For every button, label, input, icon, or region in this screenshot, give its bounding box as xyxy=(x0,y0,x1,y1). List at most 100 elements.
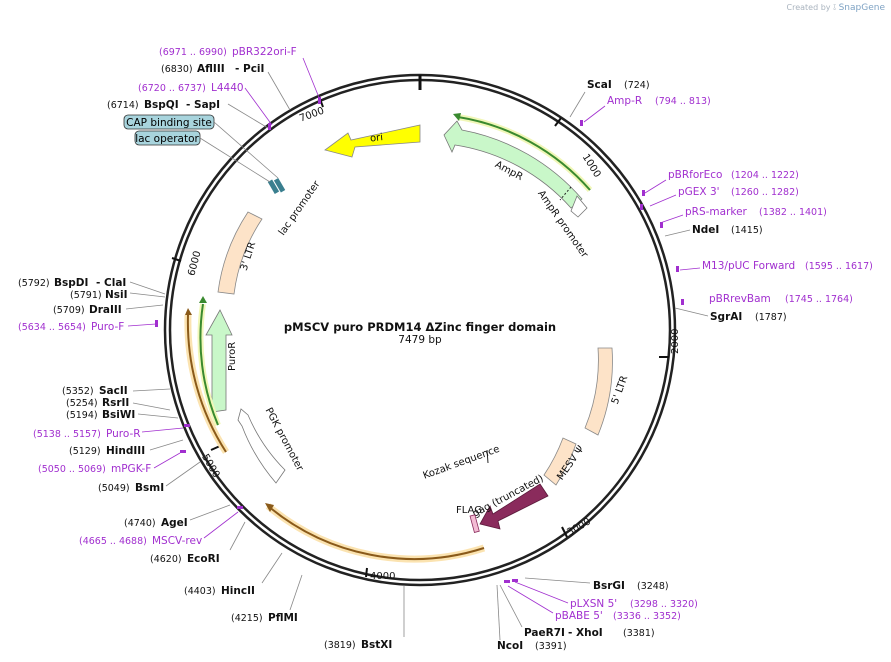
site-l4440[interactable]: (6720 .. 6737) L4440 xyxy=(138,82,273,130)
svg-text:(5254): (5254) xyxy=(66,398,98,409)
svg-text:pBR322ori-F: pBR322ori-F xyxy=(232,46,297,58)
site-rsrii[interactable]: (5254) RsrII xyxy=(66,397,171,411)
mesv-feature[interactable] xyxy=(543,437,577,486)
site-ecori[interactable]: (4620) EcoRI xyxy=(150,521,246,565)
svg-text:(3248): (3248) xyxy=(637,581,669,592)
site-paer7i-xhoi[interactable]: PaeR7I - XhoI (3381) xyxy=(499,584,655,639)
orf-left-line xyxy=(186,314,227,453)
svg-text:pLXSN 5': pLXSN 5' xyxy=(570,598,617,610)
svg-text:NsiI: NsiI xyxy=(105,289,128,301)
tick-label-2000: 2000 xyxy=(670,329,681,354)
svg-text:BsrGI: BsrGI xyxy=(593,580,625,592)
site-pbrforeco[interactable]: pBRforEco (1204 .. 1222) xyxy=(642,169,799,196)
site-pbabe5[interactable]: pBABE 5' (3336 .. 3352) xyxy=(504,580,681,622)
svg-text:BspDI: BspDI xyxy=(54,277,88,289)
svg-text:(5634 .. 5654): (5634 .. 5654) xyxy=(18,322,86,333)
svg-text:- XhoI: - XhoI xyxy=(568,627,603,639)
site-afliii-pcii[interactable]: (6830) AflIII - PciI xyxy=(161,63,291,111)
kozak-label: Kozak sequence xyxy=(422,444,502,482)
svg-text:(1787): (1787) xyxy=(755,312,787,323)
site-m13-puc-forward[interactable]: M13/pUC Forward (1595 .. 1617) xyxy=(676,260,873,272)
puror-orf-arrowhead xyxy=(199,296,207,303)
site-ampr-primer[interactable]: Amp-R (794 .. 813) xyxy=(580,95,711,126)
site-scai[interactable]: ScaI (724) xyxy=(569,79,650,118)
flag-feature[interactable] xyxy=(469,514,480,533)
site-nsii[interactable]: (5791) NsiI xyxy=(70,289,166,301)
svg-text:(724): (724) xyxy=(624,80,650,91)
puror-label: PuroR xyxy=(227,342,238,371)
svg-text:Puro-F: Puro-F xyxy=(91,321,124,333)
svg-text:- PciI: - PciI xyxy=(235,63,264,75)
ltr5-feature[interactable] xyxy=(584,347,613,436)
site-mpgk-f[interactable]: (5050 .. 5069) mPGK-F xyxy=(38,450,186,475)
site-bsrgi[interactable]: BsrGI (3248) xyxy=(524,577,669,592)
kozak-tick xyxy=(486,449,489,464)
svg-text:(5791): (5791) xyxy=(70,290,102,301)
site-mscv-rev[interactable]: (4665 .. 4688) MSCV-rev xyxy=(79,506,243,547)
ori-feature[interactable] xyxy=(324,124,421,158)
site-prs-marker[interactable]: pRS-marker (1382 .. 1401) xyxy=(659,206,827,228)
site-sgrai[interactable]: SgrAI (1787) xyxy=(674,307,787,323)
svg-text:AflIII: AflIII xyxy=(197,63,225,75)
site-ndei[interactable]: NdeI (1415) xyxy=(664,224,763,237)
site-hindiii[interactable]: (5129) HindIII xyxy=(69,439,184,457)
svg-text:Amp-R: Amp-R xyxy=(607,95,642,107)
svg-text:(6830): (6830) xyxy=(161,64,193,75)
site-bspdi-clai[interactable]: (5792) BspDI - ClaI xyxy=(18,277,166,295)
ori-label: ori xyxy=(370,132,384,144)
svg-text:L4440: L4440 xyxy=(211,82,244,94)
site-pbr322ori-f[interactable]: (6971 .. 6990) pBR322ori-F xyxy=(159,46,321,104)
ampr-promoter-feature[interactable] xyxy=(570,195,588,218)
site-ncoi[interactable]: NcoI (3391) xyxy=(496,584,567,652)
site-sacii[interactable]: (5352) SacII xyxy=(62,385,171,397)
svg-text:(6720 .. 6737): (6720 .. 6737) xyxy=(138,83,206,94)
svg-text:(3391): (3391) xyxy=(535,641,567,652)
svg-text:(4665 .. 4688): (4665 .. 4688) xyxy=(79,536,147,547)
orf-lower-line xyxy=(267,505,485,560)
site-bsiwi[interactable]: (5194) BsiWI xyxy=(66,409,179,421)
ampr-feature[interactable] xyxy=(443,120,583,209)
svg-text:(1204 .. 1222): (1204 .. 1222) xyxy=(731,170,799,181)
svg-text:(1595 .. 1617): (1595 .. 1617) xyxy=(805,261,873,272)
svg-text:(1415): (1415) xyxy=(731,225,763,236)
svg-text:(4403): (4403) xyxy=(184,586,216,597)
svg-text:SgrAI: SgrAI xyxy=(710,311,742,323)
svg-text:(5138 .. 5157): (5138 .. 5157) xyxy=(33,429,101,440)
site-bspqi-sapi[interactable]: (6714) BspQI - SapI xyxy=(107,99,269,129)
cap-site-feature[interactable] xyxy=(273,177,286,193)
cap-site-label: CAP binding site xyxy=(126,117,212,129)
svg-text:AgeI: AgeI xyxy=(161,517,188,529)
svg-text:(794 .. 813): (794 .. 813) xyxy=(655,96,711,107)
pgk-promoter-feature[interactable] xyxy=(237,408,286,484)
site-agei[interactable]: (4740) AgeI xyxy=(124,504,231,529)
svg-text:(3336 .. 3352): (3336 .. 3352) xyxy=(613,611,681,622)
orf-left-arrowhead xyxy=(185,308,192,315)
ltr3-feature[interactable] xyxy=(217,211,263,295)
svg-text:(3298 .. 3320): (3298 .. 3320) xyxy=(630,599,698,610)
lac-operator-feature[interactable] xyxy=(267,179,280,195)
svg-text:pBRforEco: pBRforEco xyxy=(668,169,722,181)
svg-text:PaeR7I: PaeR7I xyxy=(524,627,565,639)
lac-operator-leader xyxy=(199,137,271,183)
site-bstxi[interactable]: (3819) BstXI xyxy=(324,586,405,651)
svg-text:(5129): (5129) xyxy=(69,446,101,457)
tick-label-5000: 5000 xyxy=(199,452,221,480)
site-bsmi[interactable]: (5049) BsmI xyxy=(98,461,201,494)
site-hincii[interactable]: (4403) HincII xyxy=(184,552,283,597)
svg-text:- SapI: - SapI xyxy=(186,99,220,111)
site-pbrrevbam[interactable]: pBRrevBam (1745 .. 1764) xyxy=(681,293,853,305)
site-pflmi[interactable]: (4215) PflMI xyxy=(231,574,303,624)
tick-marks xyxy=(171,98,669,578)
svg-text:(5709): (5709) xyxy=(53,305,85,316)
site-puro-f-primer[interactable]: (5634 .. 5654) Puro-F xyxy=(18,320,158,333)
site-plxsn5[interactable]: pLXSN 5' (3298 .. 3320) xyxy=(512,579,698,610)
gag-feature[interactable] xyxy=(479,483,549,530)
ampr-orf-arrowhead xyxy=(453,113,461,121)
svg-text:(5194): (5194) xyxy=(66,410,98,421)
svg-text:HincII: HincII xyxy=(221,585,255,597)
svg-text:MSCV-rev: MSCV-rev xyxy=(152,535,202,547)
site-pgex3[interactable]: pGEX 3' (1260 .. 1282) xyxy=(640,186,799,210)
site-puro-r-primer[interactable]: (5138 .. 5157) Puro-R xyxy=(33,424,190,440)
site-draiii[interactable]: (5709) DraIII xyxy=(53,304,164,316)
svg-text:HindIII: HindIII xyxy=(106,445,145,457)
